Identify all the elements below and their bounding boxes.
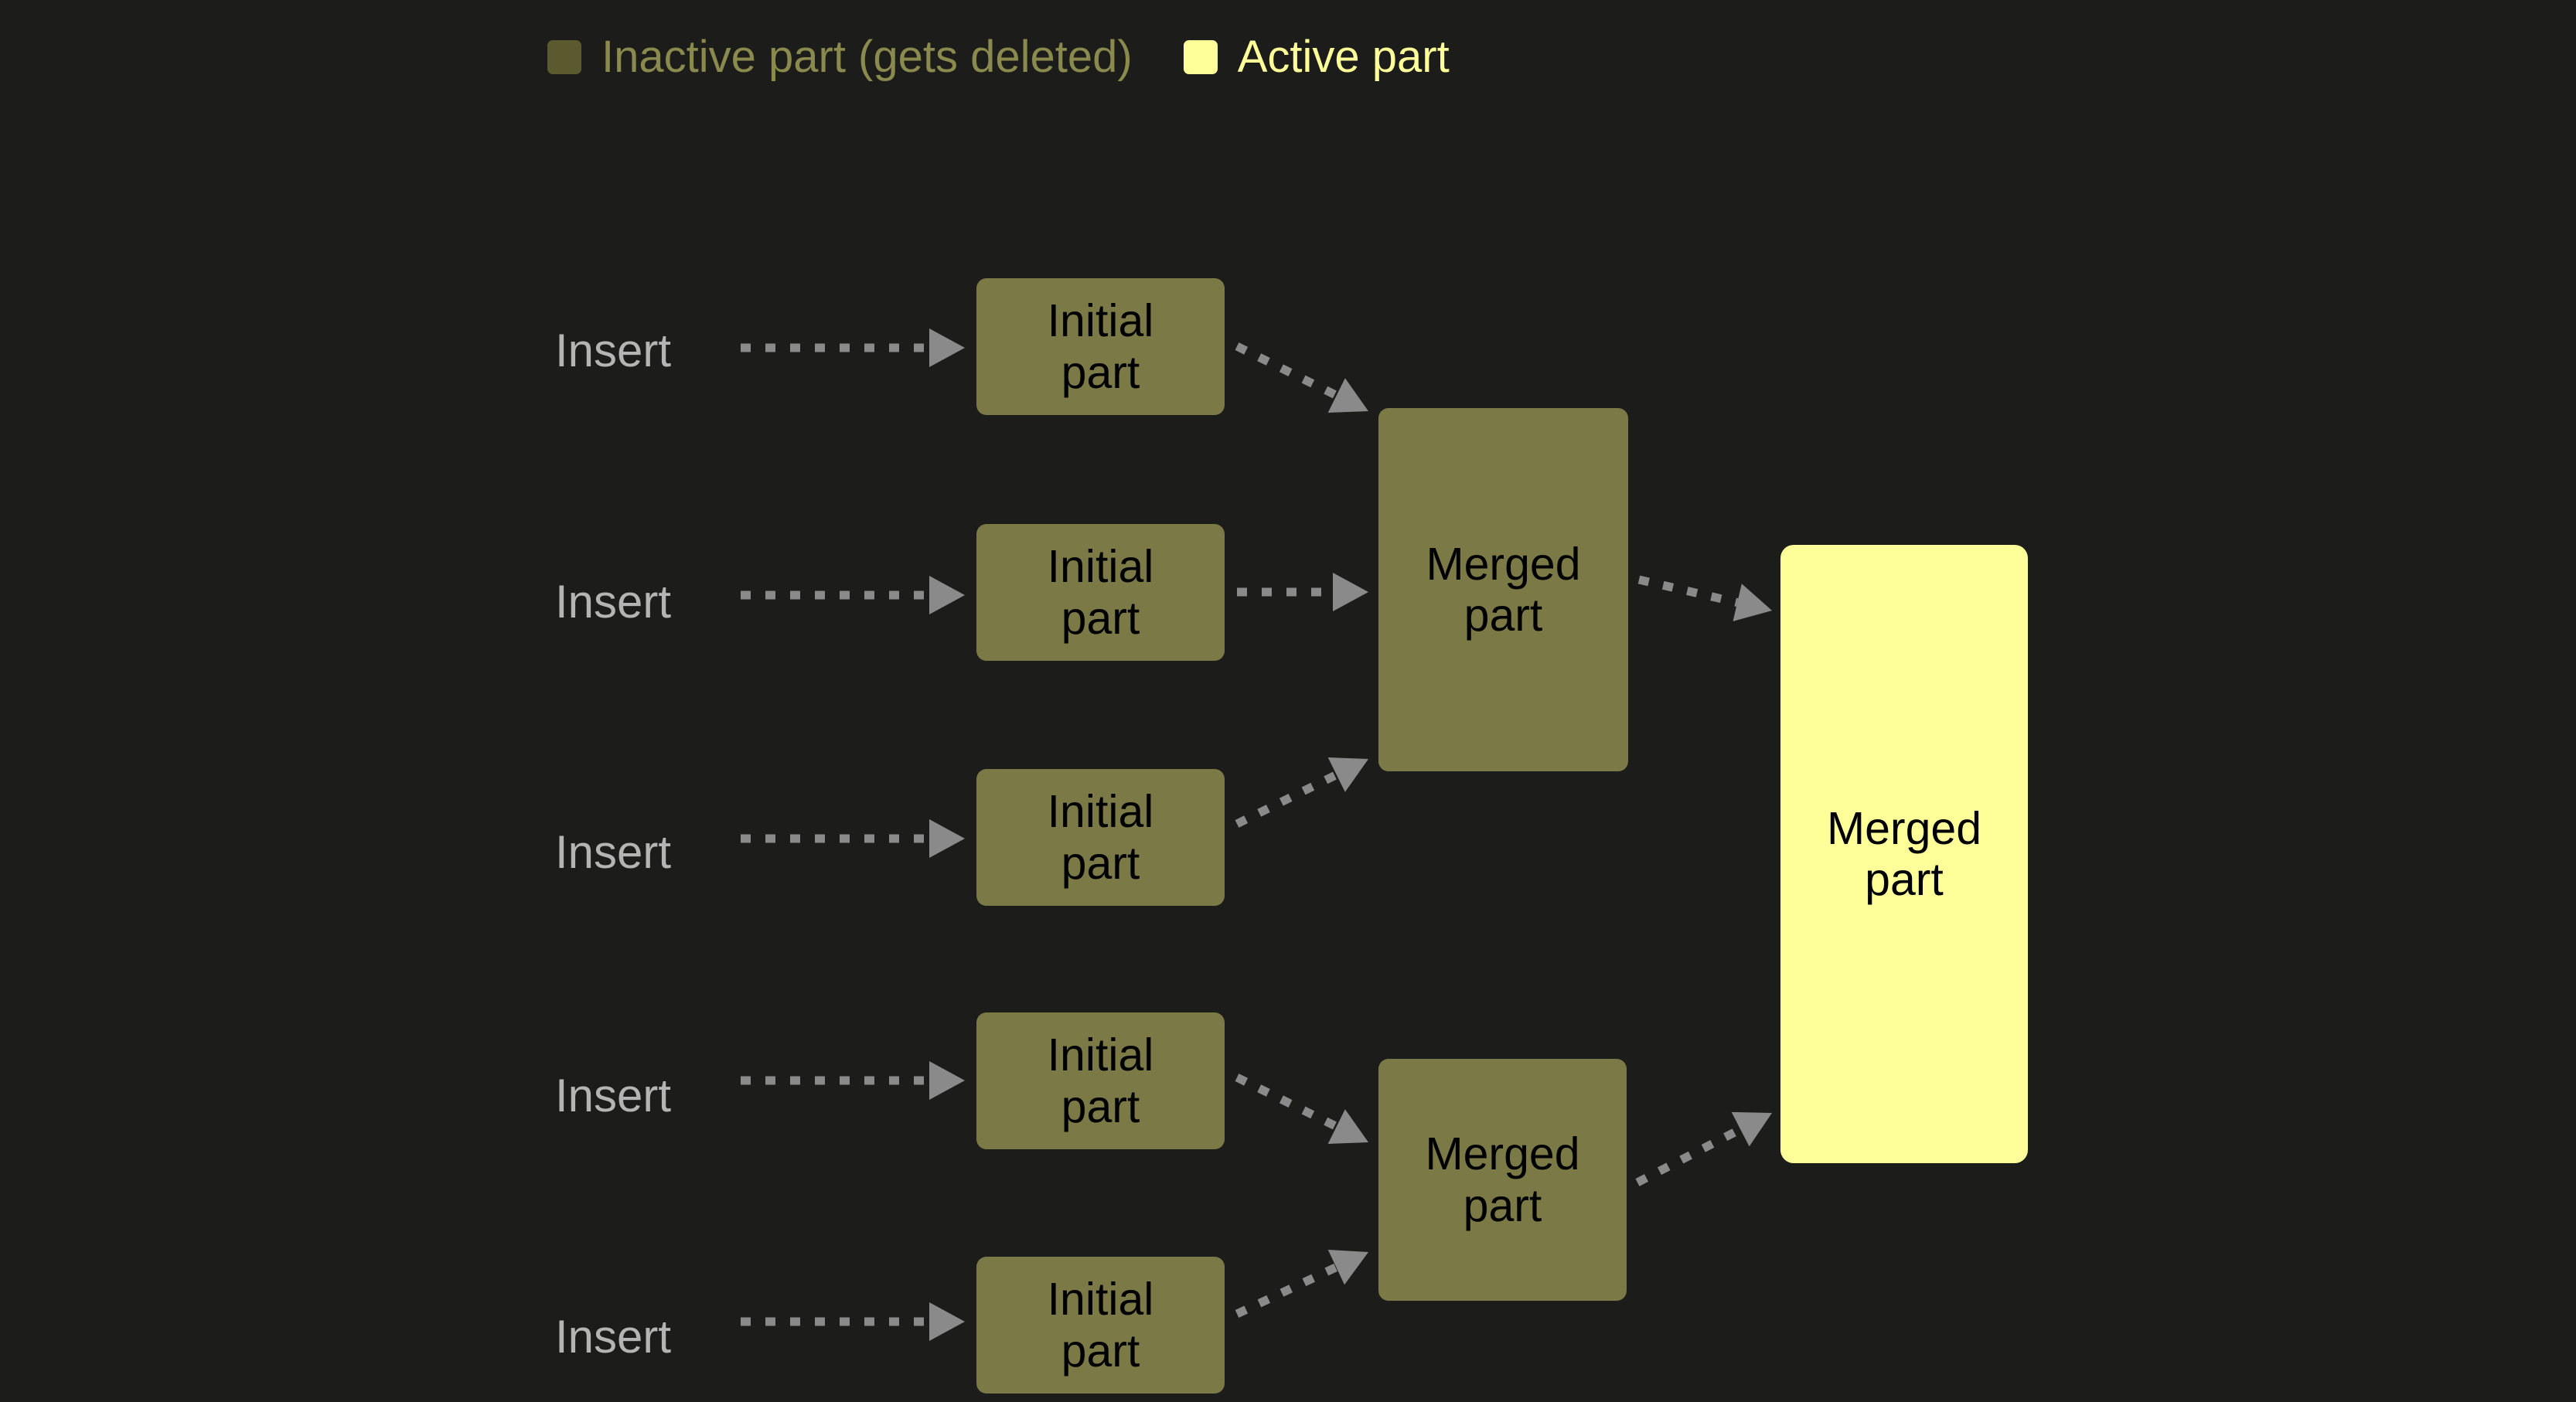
- arrow-head-icon: [929, 1061, 965, 1100]
- legend: Inactive part (gets deleted) Active part: [547, 29, 1450, 85]
- source-label-insert-5: Insert: [555, 1311, 672, 1363]
- arrow-line: [1235, 771, 1339, 828]
- source-label-insert-2: Insert: [555, 576, 672, 628]
- arrow-head-icon: [929, 328, 965, 367]
- source-label-insert-1: Insert: [555, 325, 672, 376]
- legend-label-inactive: Inactive part (gets deleted): [601, 32, 1133, 82]
- arrow-head-icon: [1327, 378, 1368, 413]
- arrow-head-icon: [929, 819, 965, 858]
- arrow-line: [1635, 1125, 1743, 1186]
- arrow-head-icon: [929, 576, 965, 614]
- arrow-head-icon: [1327, 1249, 1368, 1285]
- legend-spacer: [1133, 57, 1184, 58]
- arrow-head-icon: [1733, 584, 1772, 621]
- arrow-head-icon: [1327, 757, 1368, 792]
- arrow-head-icon: [929, 1302, 965, 1341]
- arrow-head-icon: [1731, 1111, 1772, 1147]
- arrow-head-icon: [1333, 573, 1368, 611]
- arrow-head-icon: [1327, 1109, 1368, 1145]
- legend-entry-inactive: Inactive part (gets deleted): [547, 35, 1133, 80]
- arrow-line: [1235, 342, 1339, 400]
- source-label-insert-3: Insert: [555, 826, 672, 878]
- legend-entry-active: Active part: [1183, 32, 1450, 82]
- arrow-line: [1637, 575, 1739, 607]
- active-part-swatch-icon: [1183, 40, 1218, 74]
- source-label-insert-4: Insert: [555, 1070, 672, 1121]
- inactive-part-swatch-icon: [547, 40, 581, 74]
- arrow-line: [1235, 1074, 1339, 1131]
- legend-label-active: Active part: [1237, 32, 1450, 82]
- arrow-line: [1235, 1263, 1338, 1318]
